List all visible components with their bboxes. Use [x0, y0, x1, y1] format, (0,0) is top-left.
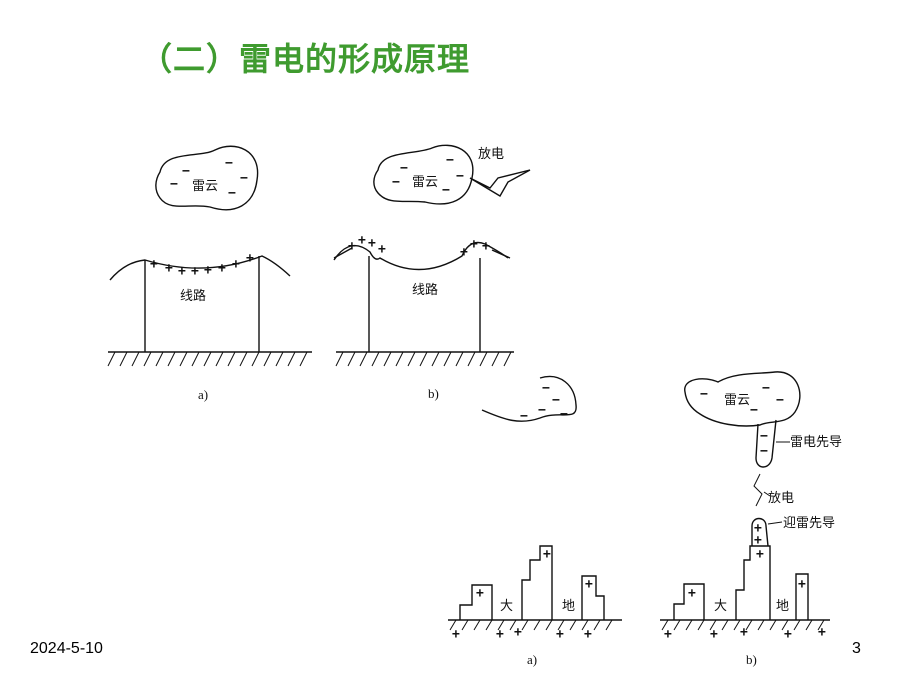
- leader-label: 雷电先导: [790, 435, 842, 450]
- cloud-label: 雷云: [192, 179, 218, 194]
- wave-arrow-left: [333, 247, 353, 259]
- line-label: 线路: [412, 282, 438, 298]
- minus-charge: −: [762, 381, 770, 396]
- minus-charge: −: [442, 183, 450, 198]
- discharge-spark: [753, 473, 763, 507]
- minus-charge: −: [456, 169, 464, 184]
- plus-charge: +: [756, 547, 764, 562]
- minus-charge: −: [240, 171, 248, 186]
- plus-charge: +: [378, 242, 386, 257]
- upward-leader: [751, 517, 769, 547]
- cloud-label: 雷云: [724, 393, 750, 408]
- ground-hatch: [661, 619, 825, 631]
- plus-charge: +: [368, 236, 376, 251]
- plus-charge: +: [688, 586, 696, 601]
- plus-charge: +: [584, 627, 592, 642]
- ground-hatch: [335, 351, 512, 367]
- plus-charge: +: [496, 627, 504, 642]
- plus-charge: +: [740, 625, 748, 640]
- minus-charge: −: [170, 177, 178, 192]
- plus-charge: +: [710, 627, 718, 642]
- minus-charge: −: [520, 409, 528, 424]
- thundercloud-shape: [684, 371, 801, 427]
- plus-charge: +: [348, 239, 356, 254]
- wave-arrow-right: [491, 249, 511, 259]
- caption-b: b): [428, 386, 439, 401]
- minus-charge: −: [776, 393, 784, 408]
- discharge-label: 放电: [768, 491, 794, 506]
- plus-charge: +: [476, 586, 484, 601]
- plus-charge: +: [191, 264, 199, 279]
- plus-charge: +: [482, 239, 490, 254]
- discharge-label: 放电: [478, 147, 504, 162]
- caption-a: a): [198, 387, 208, 402]
- slide-title: （二）雷电的形成原理: [140, 40, 471, 78]
- plus-charge: +: [514, 625, 522, 640]
- plus-charge: +: [818, 625, 826, 640]
- building-skyline: [673, 545, 809, 620]
- slide-date: 2024-5-10: [30, 640, 103, 657]
- plus-charge: +: [165, 261, 173, 276]
- upward-leader-label: 迎雷先导: [783, 516, 835, 531]
- ground-label-right: 地: [776, 599, 789, 614]
- diagram-top-b: 雷云 − − − − − 放电 + + + + + + + 线路 b): [333, 144, 531, 401]
- plus-charge: +: [150, 257, 158, 272]
- ground-hatch: [107, 351, 308, 367]
- minus-charge: −: [182, 164, 190, 179]
- lightning-leader: [755, 419, 777, 468]
- plus-charge: +: [204, 263, 212, 278]
- minus-charge: −: [700, 387, 708, 402]
- minus-charge: −: [750, 403, 758, 418]
- ground-label-right: 地: [562, 599, 575, 614]
- plus-charge: +: [585, 577, 593, 592]
- plus-charge: +: [784, 627, 792, 642]
- plus-charge: +: [754, 521, 762, 536]
- line-label: 线路: [180, 288, 206, 304]
- minus-charge: −: [392, 175, 400, 190]
- minus-charge: −: [560, 407, 568, 422]
- plus-charge: +: [452, 627, 460, 642]
- diagram-bottom-a: − − − − − + + + 大 地 + + + + + a): [448, 375, 622, 667]
- diagram-bottom-b: 雷云 − − − − − − 雷电先导 放电 + + 迎雷先导 + + + 大 …: [660, 371, 842, 667]
- building-skyline: [459, 545, 605, 620]
- thundercloud-shape: [155, 145, 259, 211]
- thundercloud-shape: [373, 144, 474, 205]
- caption-b: b): [746, 652, 757, 667]
- minus-charge: −: [542, 381, 550, 396]
- ground-hatch: [449, 619, 613, 631]
- cloud-label: 雷云: [412, 175, 438, 190]
- power-line: [109, 255, 291, 281]
- upward-leader-pointer: [767, 521, 783, 525]
- minus-charge: −: [225, 156, 233, 171]
- page-number: 3: [852, 640, 861, 657]
- plus-charge: +: [246, 251, 254, 266]
- plus-charge: +: [178, 264, 186, 279]
- plus-charge: +: [218, 261, 226, 276]
- plus-charge: +: [358, 233, 366, 248]
- plus-charge: +: [232, 257, 240, 272]
- caption-a: a): [527, 652, 537, 667]
- ground-label-left: 大: [714, 599, 727, 614]
- minus-charge: −: [760, 429, 768, 444]
- minus-charge: −: [400, 161, 408, 176]
- minus-charge: −: [446, 153, 454, 168]
- plus-charge: +: [754, 533, 762, 548]
- lightning-bolt-icon: [469, 169, 531, 197]
- minus-charge: −: [760, 444, 768, 459]
- discharge-pointer: [763, 491, 771, 497]
- plus-charge: +: [798, 577, 806, 592]
- plus-charge: +: [664, 627, 672, 642]
- plus-charge: +: [556, 627, 564, 642]
- plus-charge: +: [543, 547, 551, 562]
- minus-charge: −: [538, 403, 546, 418]
- plus-charge: +: [470, 237, 478, 252]
- minus-charge: −: [552, 393, 560, 408]
- ground-label-left: 大: [500, 599, 513, 614]
- plus-charge: +: [460, 245, 468, 260]
- power-line: [333, 241, 509, 271]
- diagram-top-a: 雷云 − − − − − + + + + + + + + 线路 a): [107, 145, 312, 402]
- thundercloud-shape: [481, 375, 577, 422]
- minus-charge: −: [228, 186, 236, 201]
